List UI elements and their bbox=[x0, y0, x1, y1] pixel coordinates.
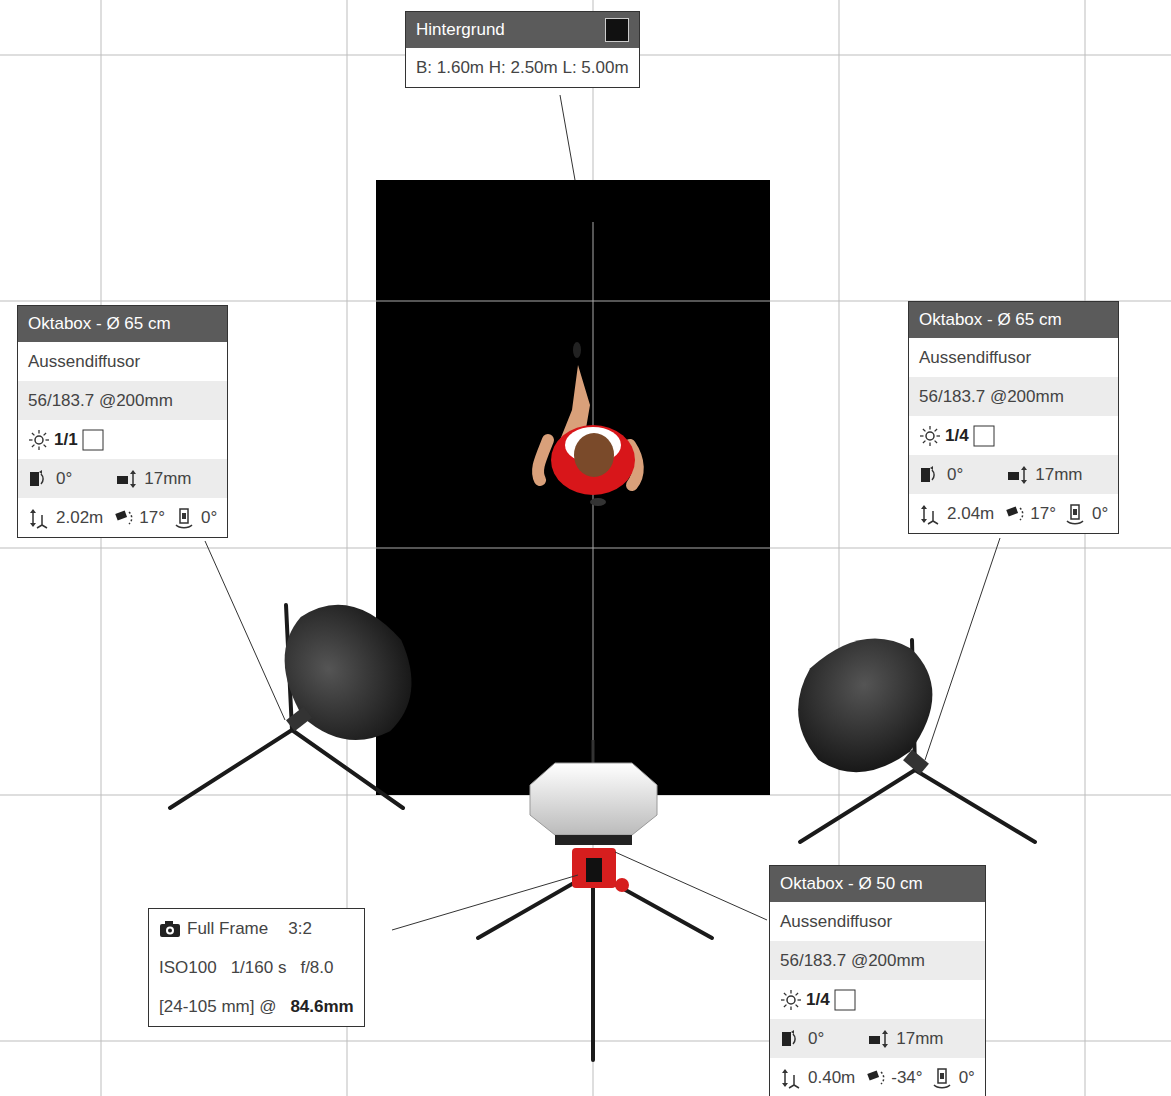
label-text: 56/183.7 @200mm bbox=[28, 391, 173, 411]
model-figure bbox=[538, 342, 638, 506]
label-text: 0° bbox=[808, 1029, 824, 1049]
sun-icon bbox=[28, 429, 50, 451]
focus-icon bbox=[1007, 464, 1029, 486]
rot-icon bbox=[931, 1067, 953, 1089]
label-text: 1/1 bbox=[54, 430, 78, 450]
label-text: 0° bbox=[959, 1068, 975, 1088]
label-text: 0.40m bbox=[808, 1068, 855, 1088]
front-octabox-camera bbox=[478, 740, 712, 1060]
tilt-icon bbox=[1002, 503, 1024, 525]
info-callout: Oktabox - Ø 65 cm Aussendiffusor 56/183.7 … bbox=[908, 301, 1119, 534]
label-text: 2.04m bbox=[947, 504, 994, 524]
color-swatch bbox=[605, 18, 629, 42]
label-text: 17° bbox=[1030, 504, 1056, 524]
label-text: f/8.0 bbox=[300, 958, 333, 978]
leader-lines bbox=[205, 95, 1000, 930]
label-text: Aussendiffusor bbox=[919, 348, 1031, 368]
label-text: Oktabox - Ø 50 cm bbox=[780, 874, 923, 894]
cam-icon bbox=[159, 918, 181, 940]
zoom-icon bbox=[28, 468, 50, 490]
label-text: [24-105 mm] @ bbox=[159, 997, 276, 1017]
label-text: 17mm bbox=[144, 469, 191, 489]
label-text: 0° bbox=[56, 469, 72, 489]
rot-icon bbox=[1064, 503, 1086, 525]
focus-icon bbox=[116, 468, 138, 490]
height-icon bbox=[919, 503, 941, 525]
info-callout: Oktabox - Ø 65 cm Aussendiffusor 56/183.7 … bbox=[17, 305, 228, 538]
label-text: 0° bbox=[947, 465, 963, 485]
label-text: 0° bbox=[201, 508, 217, 528]
sun-icon bbox=[919, 425, 941, 447]
label-text: 2.02m bbox=[56, 508, 103, 528]
backdrop bbox=[376, 180, 770, 795]
box-icon bbox=[82, 429, 104, 451]
label-text: Hintergrund bbox=[416, 20, 505, 40]
sun-icon bbox=[780, 989, 802, 1011]
label-text: -34° bbox=[891, 1068, 922, 1088]
label-text: Oktabox - Ø 65 cm bbox=[28, 314, 171, 334]
label-text: B: 1.60m H: 2.50m L: 5.00m bbox=[416, 58, 629, 78]
label-text: 3:2 bbox=[288, 919, 312, 939]
label-text: 56/183.7 @200mm bbox=[919, 387, 1064, 407]
focus-icon bbox=[868, 1028, 890, 1050]
box-icon bbox=[834, 989, 856, 1011]
right-softbox bbox=[768, 607, 1035, 842]
label-text: 17mm bbox=[896, 1029, 943, 1049]
label-text: 0° bbox=[1092, 504, 1108, 524]
label-text: 84.6mm bbox=[290, 997, 353, 1017]
label-text: Aussendiffusor bbox=[780, 912, 892, 932]
label-text: 17° bbox=[139, 508, 165, 528]
label-text: Full Frame bbox=[187, 919, 268, 939]
label-text: 1/160 s bbox=[231, 958, 287, 978]
height-icon bbox=[780, 1067, 802, 1089]
info-callout: Hintergrund B: 1.60m H: 2.50m L: 5.00m bbox=[405, 11, 640, 88]
box-icon bbox=[973, 425, 995, 447]
label-text: 1/4 bbox=[945, 426, 969, 446]
zoom-icon bbox=[780, 1028, 802, 1050]
label-text: 17mm bbox=[1035, 465, 1082, 485]
rot-icon bbox=[173, 507, 195, 529]
label-text: 56/183.7 @200mm bbox=[780, 951, 925, 971]
tilt-icon bbox=[111, 507, 133, 529]
label-text: ISO100 bbox=[159, 958, 217, 978]
info-callout: Oktabox - Ø 50 cm Aussendiffusor 56/183.7 … bbox=[769, 865, 986, 1096]
height-icon bbox=[28, 507, 50, 529]
tilt-icon bbox=[863, 1067, 885, 1089]
zoom-icon bbox=[919, 464, 941, 486]
left-softbox bbox=[170, 577, 441, 808]
label-text: 1/4 bbox=[806, 990, 830, 1010]
info-callout: Full Frame 3:2ISO100 1/160 s f/8.0 [24-105 m… bbox=[148, 908, 365, 1027]
label-text: Aussendiffusor bbox=[28, 352, 140, 372]
label-text: Oktabox - Ø 65 cm bbox=[919, 310, 1062, 330]
